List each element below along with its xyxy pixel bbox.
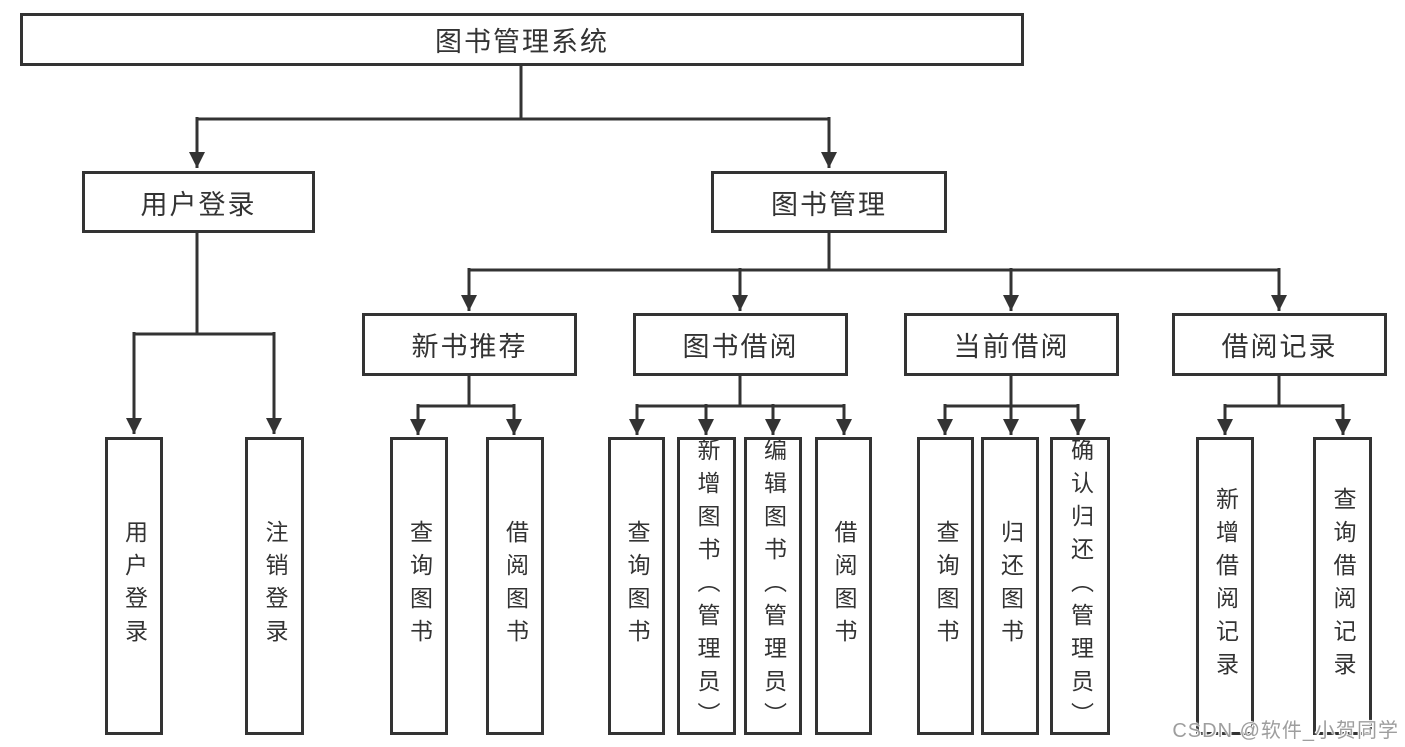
leaf-cb-query-books: 查询图书 xyxy=(917,437,974,735)
leaf-user-login-label: 用户登录 xyxy=(121,520,148,652)
leaf-nbr-query-books-label: 查询图书 xyxy=(406,520,433,652)
node-new-book-recommend: 新书推荐 xyxy=(362,313,577,376)
leaf-nbr-query-books: 查询图书 xyxy=(390,437,448,735)
node-user-login: 用户登录 xyxy=(82,171,315,233)
leaf-cb-confirm-return-admin-label: 确认归还（管理员） xyxy=(1067,437,1094,735)
leaf-nbr-borrow-books-label: 借阅图书 xyxy=(502,520,529,652)
leaf-logout-label: 注销登录 xyxy=(262,520,288,652)
leaf-bb-query-books: 查询图书 xyxy=(608,437,665,735)
leaf-cb-return-books: 归还图书 xyxy=(981,437,1039,735)
leaf-cb-confirm-return-admin: 确认归还（管理员） xyxy=(1050,437,1110,735)
node-borrow-records: 借阅记录 xyxy=(1172,313,1387,376)
leaf-br-add-record: 新增借阅记录 xyxy=(1196,437,1254,735)
node-library-management-system: 图书管理系统 xyxy=(20,13,1024,66)
leaf-br-add-record-label: 新增借阅记录 xyxy=(1212,487,1239,685)
leaf-nbr-borrow-books: 借阅图书 xyxy=(486,437,544,735)
leaf-bb-borrow-books: 借阅图书 xyxy=(815,437,872,735)
leaf-br-query-record: 查询借阅记录 xyxy=(1313,437,1372,735)
leaf-br-query-record-label: 查询借阅记录 xyxy=(1330,487,1356,685)
leaf-bb-edit-books-admin-label: 编辑图书（管理员） xyxy=(760,437,787,735)
leaf-user-login: 用户登录 xyxy=(105,437,163,735)
leaf-bb-query-books-label: 查询图书 xyxy=(624,520,650,652)
node-book-borrow: 图书借阅 xyxy=(633,313,848,376)
watermark: CSDN @软件_小贺同学 xyxy=(1172,720,1399,742)
leaf-bb-add-books-admin: 新增图书（管理员） xyxy=(677,437,736,735)
leaf-bb-borrow-books-label: 借阅图书 xyxy=(831,520,857,652)
leaf-cb-return-books-label: 归还图书 xyxy=(997,520,1024,652)
leaf-logout: 注销登录 xyxy=(245,437,304,735)
node-current-borrow: 当前借阅 xyxy=(904,313,1119,376)
leaf-bb-edit-books-admin: 编辑图书（管理员） xyxy=(744,437,802,735)
leaf-bb-add-books-admin-label: 新增图书（管理员） xyxy=(694,437,720,735)
node-book-management: 图书管理 xyxy=(711,171,947,233)
leaf-cb-query-books-label: 查询图书 xyxy=(933,520,959,652)
